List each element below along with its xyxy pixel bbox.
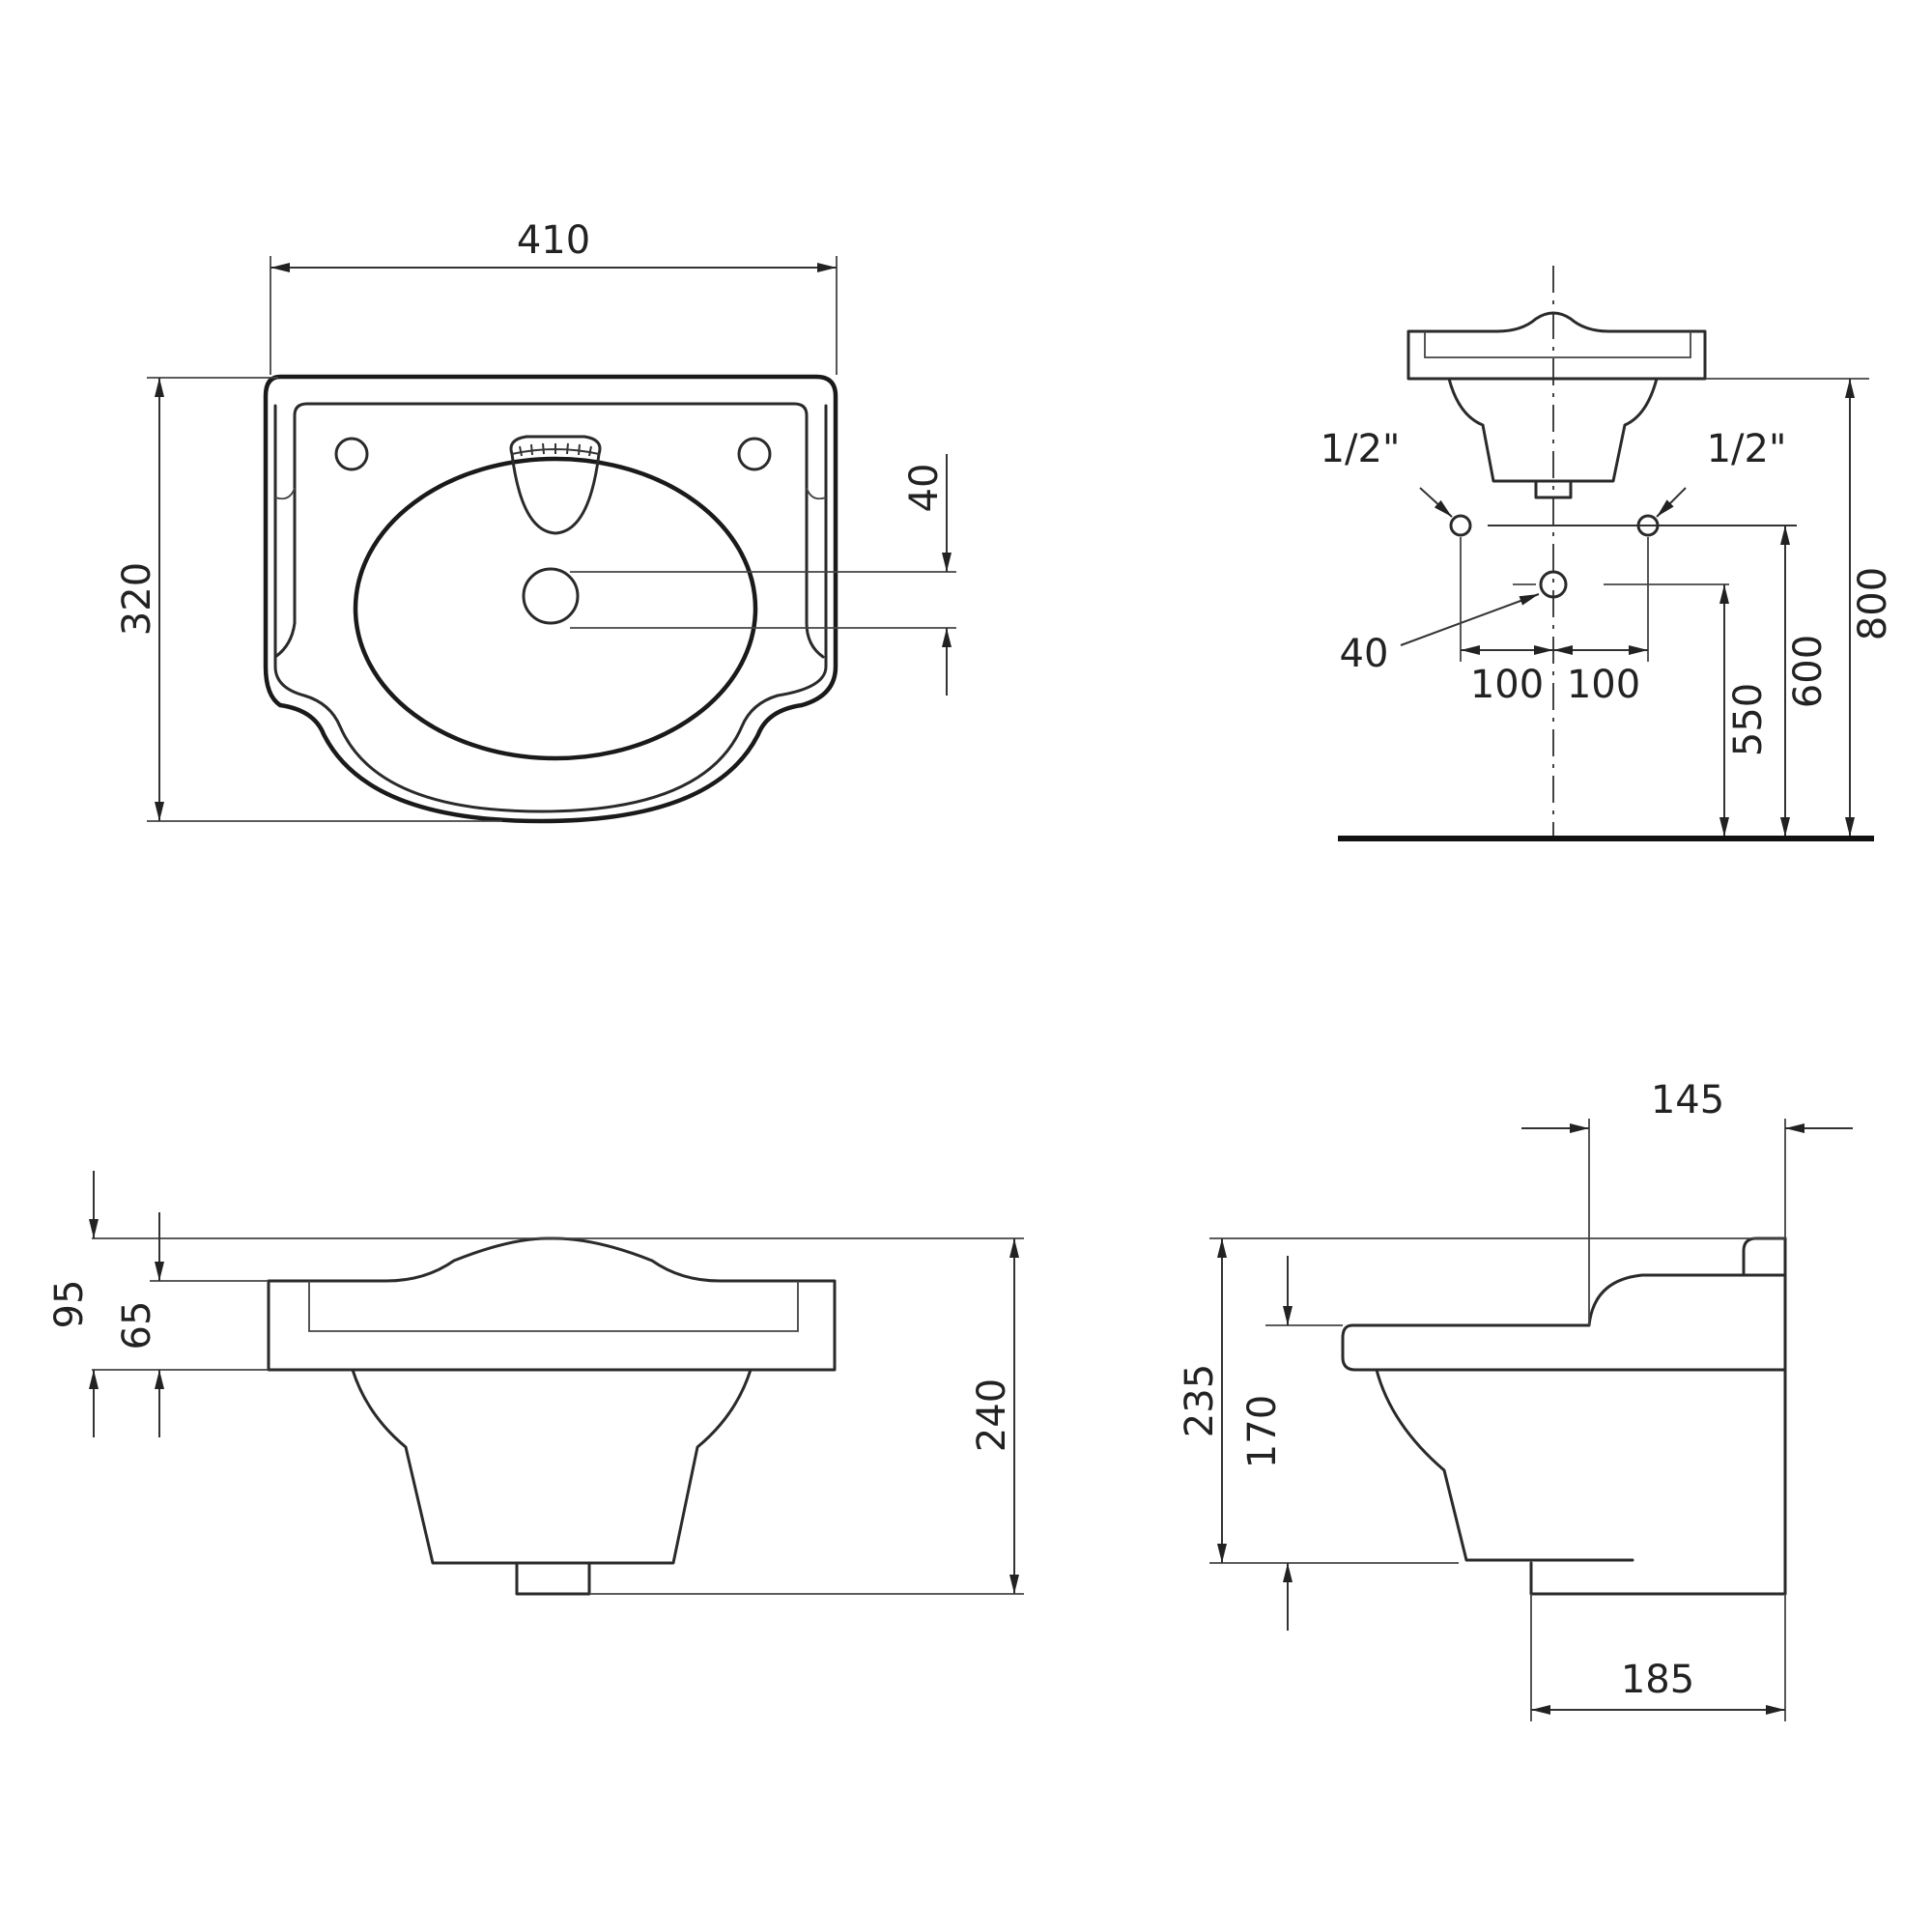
basin-front	[267, 1236, 837, 1372]
label-supply-left: 1/2"	[1321, 427, 1401, 471]
label-drain: 40	[1340, 632, 1389, 676]
waste-spigot	[515, 1561, 591, 1596]
supply-right	[1636, 514, 1660, 537]
basin-front-inner	[308, 1281, 799, 1332]
drain-hole	[522, 567, 580, 625]
front-view: 95 65 240	[47, 1171, 1024, 1596]
overflow-slots	[511, 442, 600, 457]
basin-front-small	[1406, 311, 1707, 381]
tap-hole-right	[737, 437, 772, 471]
supply-left	[1449, 514, 1472, 537]
dim-bowl-height: 170	[1240, 1395, 1285, 1468]
dim-total-height: 240	[970, 1378, 1014, 1452]
base-side	[1529, 1561, 1787, 1596]
basin-outline	[263, 374, 838, 824]
tap-hole-left	[334, 437, 369, 471]
dim-spacing-right: 100	[1567, 663, 1640, 707]
dim-drain-height: 550	[1726, 683, 1771, 756]
dim-base-depth: 185	[1621, 1658, 1694, 1702]
side-view: 145 235 170 185	[1178, 1078, 1853, 1721]
dim-backsplash-height: 95	[47, 1280, 92, 1329]
dim-spacing-left: 100	[1470, 663, 1544, 707]
dim-width: 410	[517, 218, 590, 263]
dim-rim-depth: 65	[115, 1301, 159, 1350]
deck-left-curl	[273, 621, 297, 659]
bowl-front	[351, 1368, 753, 1565]
dim-drain-offset: 40	[902, 464, 947, 513]
dim-bowl-projection: 145	[1651, 1078, 1724, 1122]
front-install-view: 1/2" 1/2" 40 100 100 550 600 800	[1321, 266, 1895, 841]
basin-side	[1341, 1273, 1787, 1372]
deck-inner	[293, 402, 825, 659]
dim-rim-height: 800	[1851, 567, 1895, 640]
dim-depth: 320	[115, 562, 159, 636]
waste-spigot-small	[1534, 479, 1573, 499]
basin-rim-inner	[273, 404, 828, 813]
top-view: 410 320 40	[115, 218, 956, 824]
dim-supply-height: 600	[1786, 635, 1831, 708]
label-supply-right: 1/2"	[1707, 427, 1787, 471]
drain-point	[1539, 570, 1568, 599]
overflow-cover	[509, 435, 602, 535]
backsplash-side	[1742, 1236, 1787, 1277]
bowl	[353, 456, 758, 761]
dim-side-total-height: 235	[1178, 1364, 1222, 1437]
bowl-side	[1375, 1368, 1634, 1562]
